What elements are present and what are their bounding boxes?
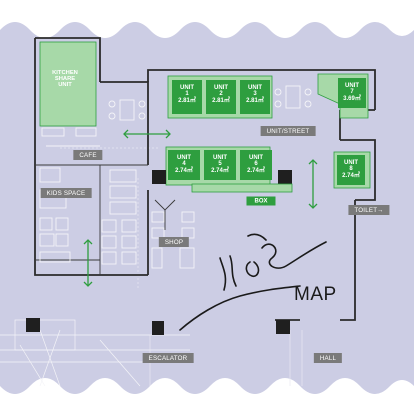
unit-square-u3 <box>240 80 270 114</box>
map-title: MAP <box>294 284 337 305</box>
area-label-unit-street: UNIT/STREET <box>260 126 316 136</box>
walkway-arrows <box>83 129 318 287</box>
area-label-kids-space: KIDS SPACE <box>40 188 92 198</box>
floor-background <box>0 22 414 394</box>
furniture <box>39 85 312 269</box>
columns <box>26 170 292 335</box>
unit-squares <box>168 78 366 185</box>
area-label-box: BOX <box>246 196 276 206</box>
area-label-hall: HALL <box>313 353 343 363</box>
unit-square-u6 <box>240 150 272 180</box>
area-label-cafe: CAFE <box>73 150 103 160</box>
unit-square-u2 <box>206 80 236 114</box>
unit-square-u1 <box>172 80 202 114</box>
signature-logo <box>179 233 327 331</box>
unit-square-u4 <box>168 150 200 180</box>
unit-square-u8 <box>337 155 365 185</box>
area-label-toilet: TOILET→ <box>348 205 390 215</box>
area-label-escalator: ESCALATOR <box>142 353 194 363</box>
unit-square-u7 <box>338 78 366 108</box>
box-strip <box>191 183 293 193</box>
area-label-shop: SHOP <box>158 237 190 247</box>
unit-square-u5 <box>204 150 236 180</box>
interior-walls <box>35 164 176 275</box>
